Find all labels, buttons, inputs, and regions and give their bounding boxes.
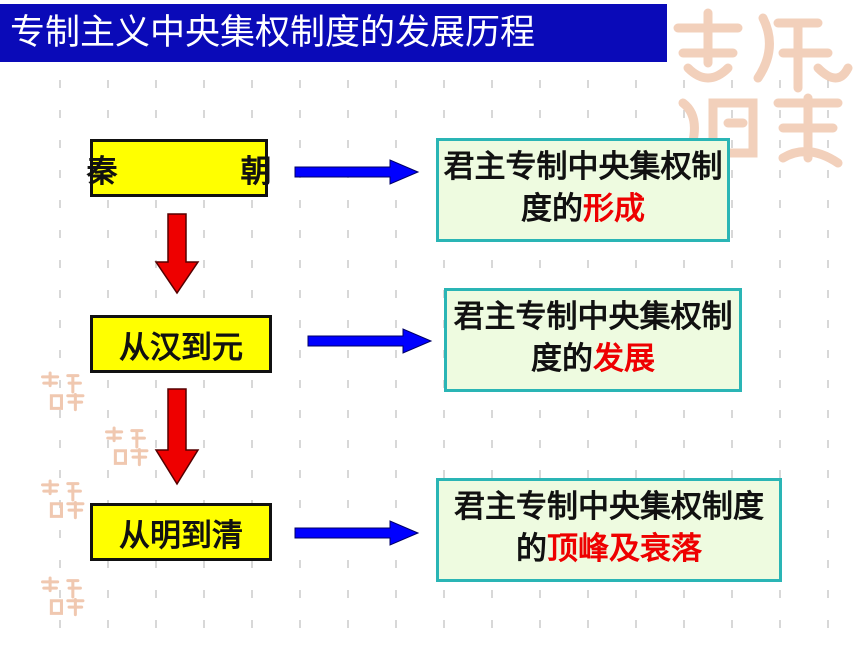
era-box-ming-to-qing: 从明到清 xyxy=(90,503,272,561)
arrow-down-icon xyxy=(154,388,200,486)
ji-xiang-ru-yi-seal-icon xyxy=(41,371,85,412)
description-box-formation: 君主专制中央集权制度的形成 xyxy=(436,138,730,242)
page-title: 专制主义中央集权制度的发展历程 xyxy=(0,4,667,62)
arrow-right-icon xyxy=(307,328,433,354)
description-text: 君主专制中央集权制度的 xyxy=(443,149,723,227)
description-text: 君主专制中央集权制度的 xyxy=(453,299,733,377)
ji-xiang-ru-yi-seal-icon xyxy=(41,479,85,520)
era-box-qin: 秦 朝 xyxy=(87,139,272,197)
arrow-right-icon xyxy=(294,159,420,185)
description-highlight: 形成 xyxy=(583,191,645,227)
description-text: 君主专制中央集权制度的 xyxy=(454,489,764,567)
description-box-development: 君主专制中央集权制度的发展 xyxy=(444,288,742,392)
era-box-han-to-yuan: 从汉到元 xyxy=(90,315,272,373)
ji-xiang-ru-yi-seal-icon xyxy=(41,576,85,617)
description-highlight: 顶峰及衰落 xyxy=(547,531,702,567)
ji-xiang-ru-yi-seal-icon xyxy=(105,426,149,467)
arrow-down-icon xyxy=(154,213,200,295)
ji-xiang-ru-yi-seal-icon xyxy=(673,8,853,168)
description-highlight: 发展 xyxy=(593,341,655,377)
description-box-peak-and-decline: 君主专制中央集权制度的顶峰及衰落 xyxy=(436,478,782,582)
arrow-right-icon xyxy=(294,520,420,546)
